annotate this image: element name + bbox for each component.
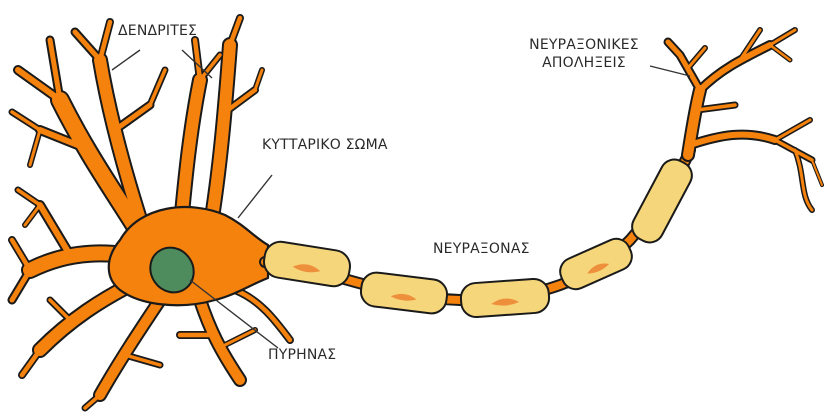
nucleus-label: ΠΥΡΗΝΑΣ [268, 346, 336, 364]
axon-terminals-label: ΝΕΥΡΑΞΟΝΙΚΕΣ ΑΠΟΛΗΞΕΙΣ [512, 36, 656, 72]
axon-terminals-label-line2: ΑΠΟΛΗΞΕΙΣ [512, 54, 656, 72]
myelin-sheath-2 [359, 271, 449, 315]
dendrites-leader-left [112, 50, 140, 70]
cell-body-leader [238, 175, 272, 218]
axon [262, 150, 697, 318]
myelin-sheath-4 [556, 234, 637, 293]
axon-label: ΝΕΥΡΑΞΟΝΑΣ [433, 240, 530, 258]
cell-body-label: ΚΥΤΤΑΡΙΚΟ ΣΩΜΑ [262, 136, 388, 154]
myelin-sheath-3 [460, 278, 550, 318]
axon-terminals [668, 30, 822, 210]
myelin-sheath-5 [627, 155, 697, 248]
myelin-sheath-1 [262, 239, 353, 288]
axon-terminals-label-line1: ΝΕΥΡΑΞΟΝΙΚΕΣ [512, 36, 656, 54]
dendrites-label: ΔΕΝΔΡΙΤΕΣ [118, 22, 197, 40]
